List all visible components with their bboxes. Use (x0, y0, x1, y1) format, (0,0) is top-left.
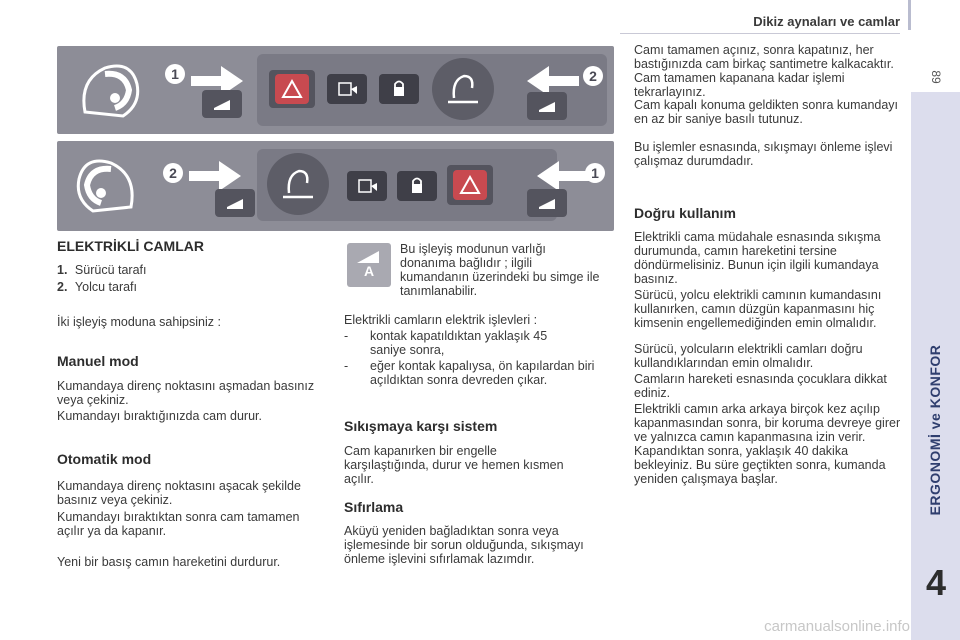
marker-2: 2 (163, 163, 183, 183)
section-label-text: ERGONOMİ ve KONFOR (927, 344, 943, 516)
usage-text-2: Sürücü, yolcu elektrikli camının kumanda… (634, 288, 882, 330)
intro-text: İki işleyiş moduna sahipsiniz : (57, 315, 221, 329)
icon-note: Bu işleyiş modunun varlığı donanıma bağl… (400, 242, 600, 298)
usage-text-1: Elektrikli cama müdahale esnasında sıkış… (634, 230, 881, 286)
window-switch-driver[interactable] (202, 90, 242, 118)
list-bullet: - (344, 329, 349, 343)
manual-mode-text-1: Kumandaya direnç noktasını aşmadan basın… (57, 379, 315, 407)
auto-mode-text-2: Kumandayı bıraktıktan sonra cam tamamen … (57, 510, 300, 538)
list-item-number: 1. (57, 263, 68, 277)
window-switch-passenger[interactable] (215, 189, 255, 217)
child-window-lock-icon (338, 82, 357, 96)
functions-intro: Elektrikli camların elektrik işlevleri : (344, 313, 538, 327)
section-label: ERGONOMİ ve KONFOR (905, 300, 960, 560)
door-lock-button[interactable] (379, 74, 419, 104)
usage-text-5: Elektrikli camın arka arkaya birçok kez … (634, 402, 901, 486)
right-text-3: Bu işlemler esnasında, sıkışmayı önleme … (634, 140, 893, 168)
right-text-1: Camı tamamen açınız, sonra kapatınız, he… (634, 43, 894, 99)
usage-text-3: Sürücü, yolcuların elektrikli camları do… (634, 342, 863, 370)
window-switch-driver[interactable] (527, 189, 567, 217)
list-item-text: Sürücü tarafı (74, 263, 147, 277)
window-icon (539, 199, 555, 209)
reset-title: Sıfırlama (344, 499, 404, 515)
arrow-right-icon (191, 66, 243, 96)
auto-mode-text-1: Kumandaya direnç noktasını aşacak şekild… (57, 479, 301, 507)
window-icon (539, 102, 555, 112)
section-title: ELEKTRİKLİ CAMLAR (57, 238, 204, 254)
window-icon (214, 100, 230, 110)
arrow-left-icon (537, 161, 589, 191)
hazard-button[interactable] (275, 74, 309, 104)
mirror-control-knob[interactable] (432, 58, 494, 120)
anti-pinch-text: Cam kapanırken bir engelle karşılaştığın… (344, 444, 564, 486)
hazard-triangle-icon (459, 174, 481, 194)
watermark: carmanualsonline.info (764, 618, 910, 635)
control-panel-figure-1: 1 2 (57, 46, 614, 134)
child-lock-button[interactable] (347, 171, 387, 201)
window-symbol-icon (357, 251, 379, 263)
list-item: 1. Sürücü tarafı (57, 263, 147, 277)
mirror-knob-icon (283, 169, 313, 199)
auto-mode-title: Otomatik mod (57, 451, 152, 467)
list-bullet: - (344, 359, 349, 373)
window-icon (227, 199, 243, 209)
list-item-text: Yolcu tarafı (74, 280, 138, 294)
child-window-lock-icon (358, 179, 377, 193)
page-number: 89 (929, 70, 943, 84)
header-divider (620, 33, 900, 34)
marker-1: 1 (585, 163, 605, 183)
mirror-control-knob[interactable] (267, 153, 329, 215)
right-text-2: Cam kapalı konuma geldikten sonra kumand… (634, 98, 899, 126)
list-item: eğer kontak kapalıysa, ön kapılardan bir… (370, 359, 595, 387)
usage-title: Doğru kullanım (634, 205, 736, 221)
mirror-adjust-icon (82, 64, 140, 118)
auto-mode-text-3: Yeni bir basış camın hareketini durdurur… (57, 555, 281, 569)
list-item: kontak kapatıldıktan yaklaşık 45 saniye … (370, 329, 548, 357)
arrow-left-icon (527, 66, 579, 96)
window-switch-passenger[interactable] (527, 92, 567, 120)
manual-mode-title: Manuel mod (57, 353, 139, 369)
control-panel-figure-2: 2 1 (57, 141, 614, 231)
list-item-number: 2. (57, 280, 68, 294)
hazard-triangle-icon (281, 78, 303, 98)
mirror-knob-icon (448, 74, 478, 104)
anti-pinch-title: Sıkışmaya karşı sistem (344, 418, 498, 434)
marker-2: 2 (583, 66, 603, 86)
side-tab (911, 92, 960, 640)
side-accent-line (908, 0, 911, 30)
side-tab-top (911, 0, 960, 92)
door-lock-button[interactable] (397, 171, 437, 201)
reset-text: Aküyü yeniden bağladıktan sonra veya işl… (344, 524, 584, 566)
usage-text-4: Camların hareketi esnasında çocuklara di… (634, 372, 887, 400)
padlock-icon (394, 80, 404, 96)
header-title: Dikiz aynaları ve camlar (753, 14, 900, 29)
mirror-adjust-icon (76, 159, 134, 213)
auto-mode-symbol-letter: A (363, 263, 375, 279)
padlock-icon (412, 177, 422, 193)
auto-mode-symbol-icon: A (347, 243, 391, 287)
arrow-right-icon (189, 161, 241, 191)
child-lock-button[interactable] (327, 74, 367, 104)
marker-1: 1 (165, 64, 185, 84)
list-item: 2. Yolcu tarafı (57, 280, 137, 294)
manual-mode-text-2: Kumandayı bıraktığınızda cam durur. (57, 409, 262, 423)
chapter-number: 4 (925, 562, 947, 603)
hazard-button[interactable] (453, 170, 487, 200)
